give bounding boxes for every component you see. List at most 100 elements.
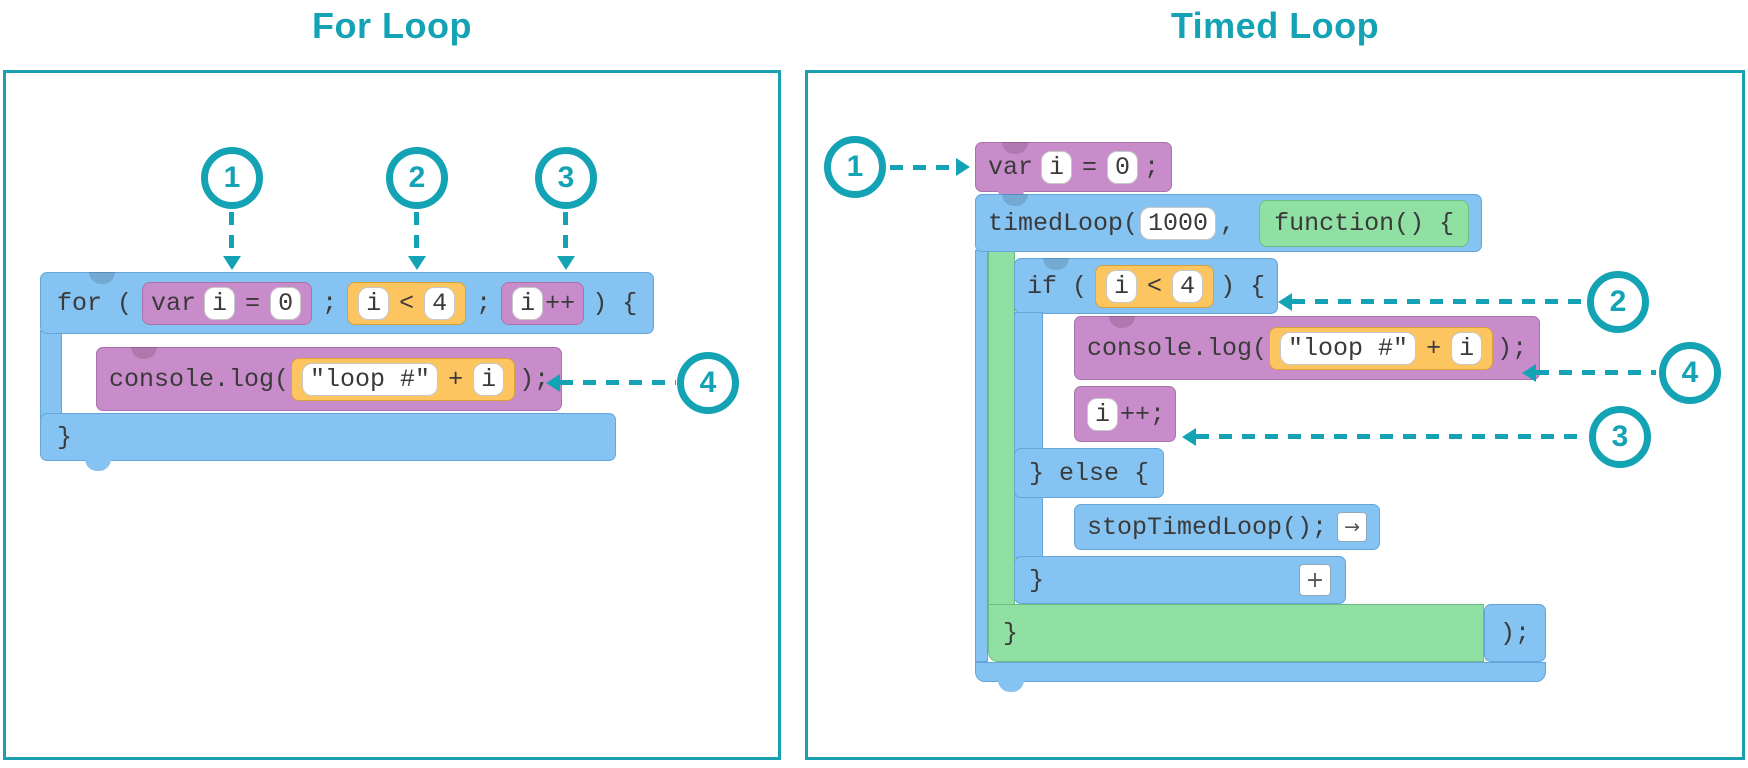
callout-arrow-line — [229, 212, 234, 258]
callout-number: 3 — [1611, 420, 1629, 453]
loop-condition-block[interactable]: i < 4 — [347, 281, 467, 325]
increment-block[interactable]: i ++ — [501, 281, 585, 325]
interval-field[interactable]: 1000 — [1140, 206, 1217, 240]
callout-arrow-line — [890, 165, 956, 170]
semicolon: ; — [476, 288, 492, 318]
console-log-call: console.log( — [109, 364, 290, 394]
arrow-right-icon — [956, 158, 970, 176]
console-log-block[interactable]: console.log( "loop #" + i ); — [96, 347, 563, 411]
close-paren-semicolon: ); — [1497, 333, 1528, 363]
callout-number: 2 — [1609, 285, 1627, 318]
callout-number: 4 — [1681, 356, 1699, 389]
value-field[interactable]: 4 — [1172, 269, 1204, 303]
if-block-footer[interactable]: } + — [1014, 556, 1346, 604]
else-block-row[interactable]: } else { — [1014, 448, 1165, 498]
value-field[interactable]: 0 — [270, 286, 302, 320]
less-than-sign: < — [399, 288, 415, 318]
block-notch — [1002, 142, 1028, 154]
variable-field[interactable]: i — [1451, 331, 1483, 365]
var-declaration-statement-block[interactable]: var i = 0 ; — [975, 142, 1173, 202]
else-keyword: } else { — [1029, 458, 1150, 488]
arrow-down-icon — [223, 256, 241, 270]
variable-field[interactable]: i — [1106, 269, 1138, 303]
close-paren-semicolon: ); — [1499, 618, 1530, 648]
callout-number: 1 — [223, 161, 241, 194]
callout-arrow-line — [1196, 434, 1586, 439]
equals-sign: = — [245, 288, 261, 318]
block-notch — [1043, 258, 1069, 270]
block-bump — [85, 459, 111, 471]
timed-loop-block-header[interactable]: timedLoop( 1000 , function() { — [975, 194, 1483, 252]
semicolon: ; — [1144, 152, 1160, 182]
callout-arrow-line — [560, 380, 676, 385]
if-block-header[interactable]: if ( i < 4 ) { — [1014, 258, 1279, 314]
equals-sign: = — [1082, 152, 1098, 182]
stoptimedloop-call: stopTimedLoop(); — [1087, 512, 1328, 542]
callout-4: 4 — [1659, 342, 1721, 404]
increment-statement-block[interactable]: i ++; — [1074, 386, 1177, 442]
arrow-left-icon — [546, 374, 560, 392]
add-else-icon[interactable]: + — [1299, 564, 1331, 596]
arrow-down-icon — [408, 256, 426, 270]
timed-loop-title: Timed Loop — [1170, 5, 1380, 46]
callout-arrow-line — [1536, 370, 1656, 375]
timed-loop-close-block[interactable]: ); — [1484, 604, 1546, 662]
string-concat-block[interactable]: "loop #" + i — [1269, 326, 1494, 370]
variable-field[interactable]: i — [512, 286, 544, 320]
closing-brace: } — [57, 422, 73, 452]
variable-field[interactable]: i — [204, 286, 236, 320]
callout-3: 3 — [535, 147, 597, 209]
arrow-left-icon — [1522, 364, 1536, 382]
variable-field[interactable]: i — [1087, 397, 1119, 431]
plus-sign: + — [448, 364, 464, 394]
expand-arrow-icon[interactable]: → — [1337, 512, 1368, 542]
string-concat-block[interactable]: "loop #" + i — [291, 357, 516, 401]
stop-timed-loop-block[interactable]: stopTimedLoop(); → — [1074, 504, 1381, 550]
for-block-footer[interactable]: } — [40, 413, 616, 471]
block-bump — [998, 680, 1024, 692]
semicolon: ; — [322, 288, 338, 318]
callout-number: 4 — [699, 366, 717, 399]
function-open: function() { — [1274, 208, 1455, 238]
block-notch — [1109, 316, 1135, 328]
string-field[interactable]: "loop #" — [302, 362, 439, 396]
variable-field[interactable]: i — [358, 286, 390, 320]
if-condition-block[interactable]: i < 4 — [1095, 264, 1215, 308]
for-block-header[interactable]: for ( var i = 0 ; i < 4 ; i ++ ) { — [40, 272, 655, 334]
callout-3: 3 — [1589, 406, 1651, 468]
function-block-header[interactable]: function() { — [1259, 199, 1470, 247]
closing-brace: } — [1003, 618, 1019, 648]
variable-field[interactable]: i — [473, 362, 505, 396]
callout-1: 1 — [201, 147, 263, 209]
if-keyword: if ( — [1027, 271, 1088, 301]
if-block-body — [1014, 312, 1043, 558]
callout-arrow-line — [1292, 299, 1584, 304]
arrow-left-icon — [1182, 428, 1196, 446]
for-loop-title: For Loop — [312, 5, 472, 46]
timedloop-call: timedLoop( — [988, 208, 1139, 238]
for-close-brace: ) { — [592, 288, 638, 318]
callout-2: 2 — [1587, 271, 1649, 333]
callout-number: 2 — [408, 161, 426, 194]
if-close-brace: ) { — [1220, 271, 1266, 301]
for-keyword: for ( — [57, 288, 133, 318]
less-than-sign: < — [1147, 271, 1163, 301]
plus-sign: + — [1426, 333, 1442, 363]
var-declaration-block[interactable]: var i = 0 — [142, 281, 313, 325]
callout-number: 1 — [846, 150, 864, 183]
string-field[interactable]: "loop #" — [1280, 331, 1417, 365]
function-block-footer[interactable]: } — [988, 604, 1484, 662]
value-field[interactable]: 4 — [424, 286, 456, 320]
var-keyword: var — [151, 288, 197, 318]
callout-arrow-line — [414, 212, 419, 258]
block-notch — [131, 347, 157, 359]
timed-loop-block-bottom — [975, 662, 1546, 692]
variable-field[interactable]: i — [1041, 150, 1073, 184]
callout-1: 1 — [824, 136, 886, 198]
callout-4: 4 — [677, 352, 739, 414]
console-log-block[interactable]: console.log( "loop #" + i ); — [1074, 316, 1541, 380]
value-field[interactable]: 0 — [1107, 150, 1139, 184]
increment-operator: ++ — [545, 288, 576, 318]
for-block-body — [40, 330, 62, 422]
arrow-down-icon — [557, 256, 575, 270]
